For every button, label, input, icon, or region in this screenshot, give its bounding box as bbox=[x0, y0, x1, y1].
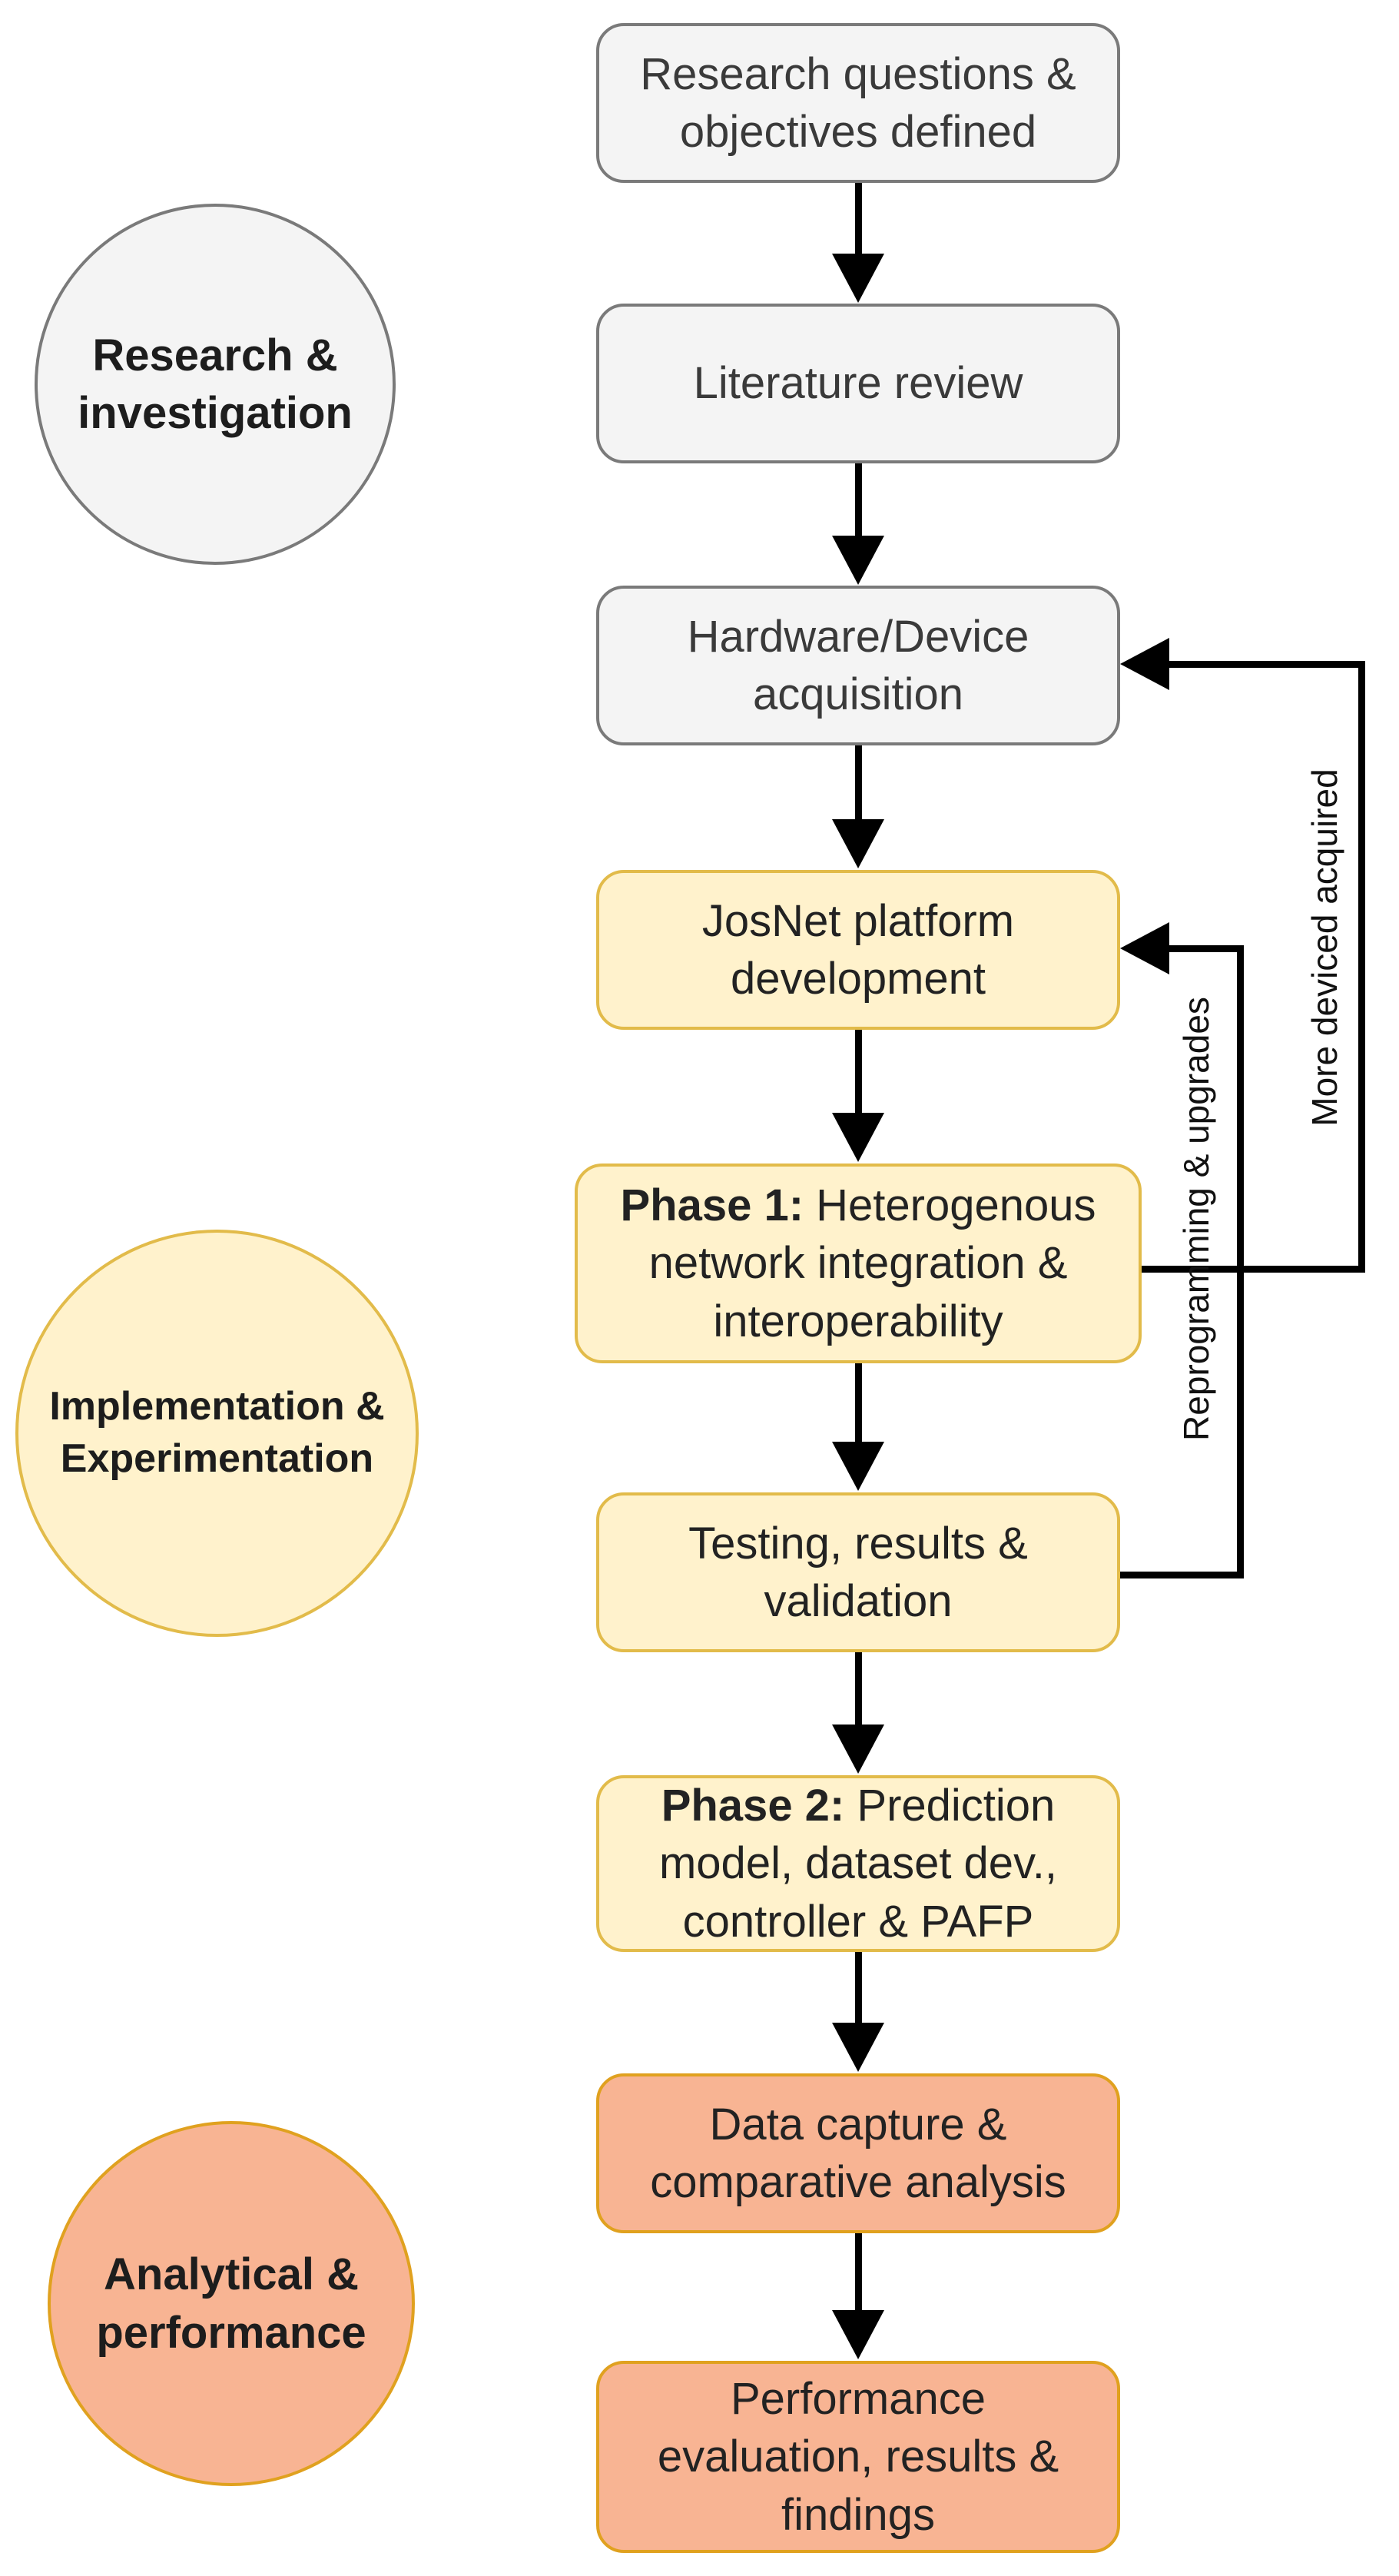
stage-circle-research: Research & investigation bbox=[35, 204, 396, 565]
stage-label-implementation: Implementation & Experimentation bbox=[49, 1384, 385, 1481]
arrow-shaft-7 bbox=[855, 1952, 862, 2025]
feedback-label-more-devices: More deviced acquired bbox=[1305, 768, 1344, 1127]
loop-inner-top bbox=[1168, 945, 1244, 952]
arrow-shaft-1 bbox=[855, 183, 862, 256]
step-data-capture: Data capture & comparative analysis bbox=[596, 2073, 1120, 2233]
arrow-head-4 bbox=[832, 1113, 884, 1162]
step-text: Phase 1: Heterogenous network integratio… bbox=[596, 1177, 1120, 1350]
loop-inner-vertical bbox=[1237, 945, 1244, 1578]
step-text: Data capture & comparative analysis bbox=[650, 2099, 1066, 2207]
phase2-prefix: Phase 2: bbox=[661, 1780, 845, 1831]
step-hardware-acquisition: Hardware/Device acquisition bbox=[596, 586, 1120, 745]
stage-circle-analytical: Analytical & performance bbox=[48, 2121, 415, 2486]
arrow-head-6 bbox=[832, 1725, 884, 1774]
step-text: JosNet platform development bbox=[701, 895, 1015, 1004]
phase2-text: Prediction model, dataset dev., controll… bbox=[658, 1780, 1057, 1947]
feedback-label-reprogramming: Reprogramming & upgrades bbox=[1176, 997, 1216, 1441]
arrow-shaft-3 bbox=[855, 745, 862, 821]
step-text: Testing, results & validation bbox=[688, 1518, 1028, 1626]
arrow-shaft-2 bbox=[855, 463, 862, 538]
step-text: Literature review bbox=[693, 358, 1023, 409]
arrow-head-2 bbox=[832, 536, 884, 585]
phase1-prefix: Phase 1: bbox=[620, 1180, 804, 1230]
step-text: Phase 2: Prediction model, dataset dev.,… bbox=[618, 1777, 1099, 1950]
arrow-shaft-8 bbox=[855, 2233, 862, 2312]
step-phase2-prediction: Phase 2: Prediction model, dataset dev.,… bbox=[596, 1775, 1120, 1952]
arrow-head-1 bbox=[832, 254, 884, 303]
stage-circle-implementation: Implementation & Experimentation bbox=[15, 1230, 419, 1637]
step-performance-evaluation: Performance evaluation, results & findin… bbox=[596, 2361, 1120, 2553]
arrow-head-8 bbox=[832, 2310, 884, 2359]
loop-outer-arrow-head bbox=[1120, 638, 1169, 690]
loop-inner-arrow-head bbox=[1120, 922, 1169, 974]
loop-outer-top bbox=[1168, 661, 1365, 668]
arrow-shaft-5 bbox=[855, 1363, 862, 1444]
step-text: Hardware/Device acquisition bbox=[687, 611, 1029, 719]
step-testing-validation: Testing, results & validation bbox=[596, 1492, 1120, 1652]
step-text: Research questions & objectives defined bbox=[640, 48, 1076, 157]
loop-outer-vertical bbox=[1358, 661, 1365, 1273]
loop-inner-bottom bbox=[1120, 1572, 1244, 1578]
arrow-shaft-4 bbox=[855, 1030, 862, 1114]
stage-label-research: Research & investigation bbox=[78, 330, 353, 438]
arrow-head-3 bbox=[832, 819, 884, 868]
arrow-head-5 bbox=[832, 1442, 884, 1491]
stage-label-analytical: Analytical & performance bbox=[96, 2249, 366, 2358]
phase1-text: Heterogenous network integration & inter… bbox=[648, 1180, 1096, 1346]
step-text: Performance evaluation, results & findin… bbox=[657, 2373, 1059, 2540]
loop-outer-bottom bbox=[1142, 1266, 1365, 1273]
arrow-shaft-6 bbox=[855, 1652, 862, 1727]
step-phase1-integration: Phase 1: Heterogenous network integratio… bbox=[575, 1164, 1142, 1363]
arrow-head-7 bbox=[832, 2023, 884, 2072]
step-literature-review: Literature review bbox=[596, 304, 1120, 463]
step-research-questions: Research questions & objectives defined bbox=[596, 23, 1120, 183]
step-josnet-development: JosNet platform development bbox=[596, 870, 1120, 1030]
